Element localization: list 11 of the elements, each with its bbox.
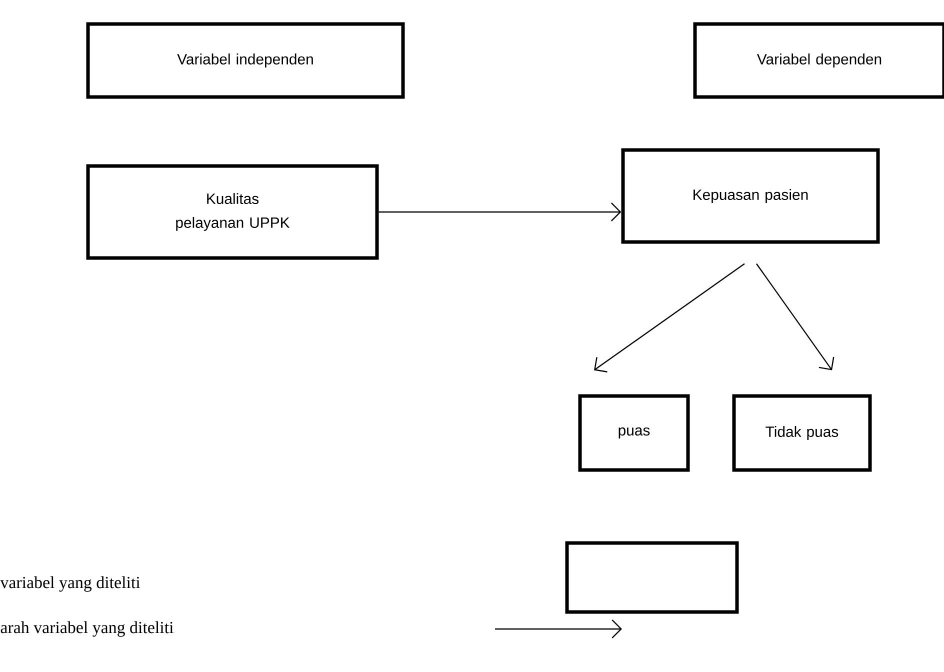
variable-box: Kepuasan pasien [621, 148, 880, 244]
legend-label: variabel yang diteliti [0, 576, 140, 592]
variable-box: Kualitas pelayanan UPPK [86, 164, 379, 260]
variable-box: Variabel independen [86, 22, 405, 99]
legend-label: arah variabel yang diteliti [0, 621, 174, 637]
arrow [378, 202, 622, 222]
variable-box: Tidak puas [732, 394, 872, 472]
variable-box: Variabel dependen [693, 22, 944, 99]
variable-box: puas [578, 394, 690, 472]
arrow [756, 263, 834, 370]
arrow [594, 263, 745, 372]
